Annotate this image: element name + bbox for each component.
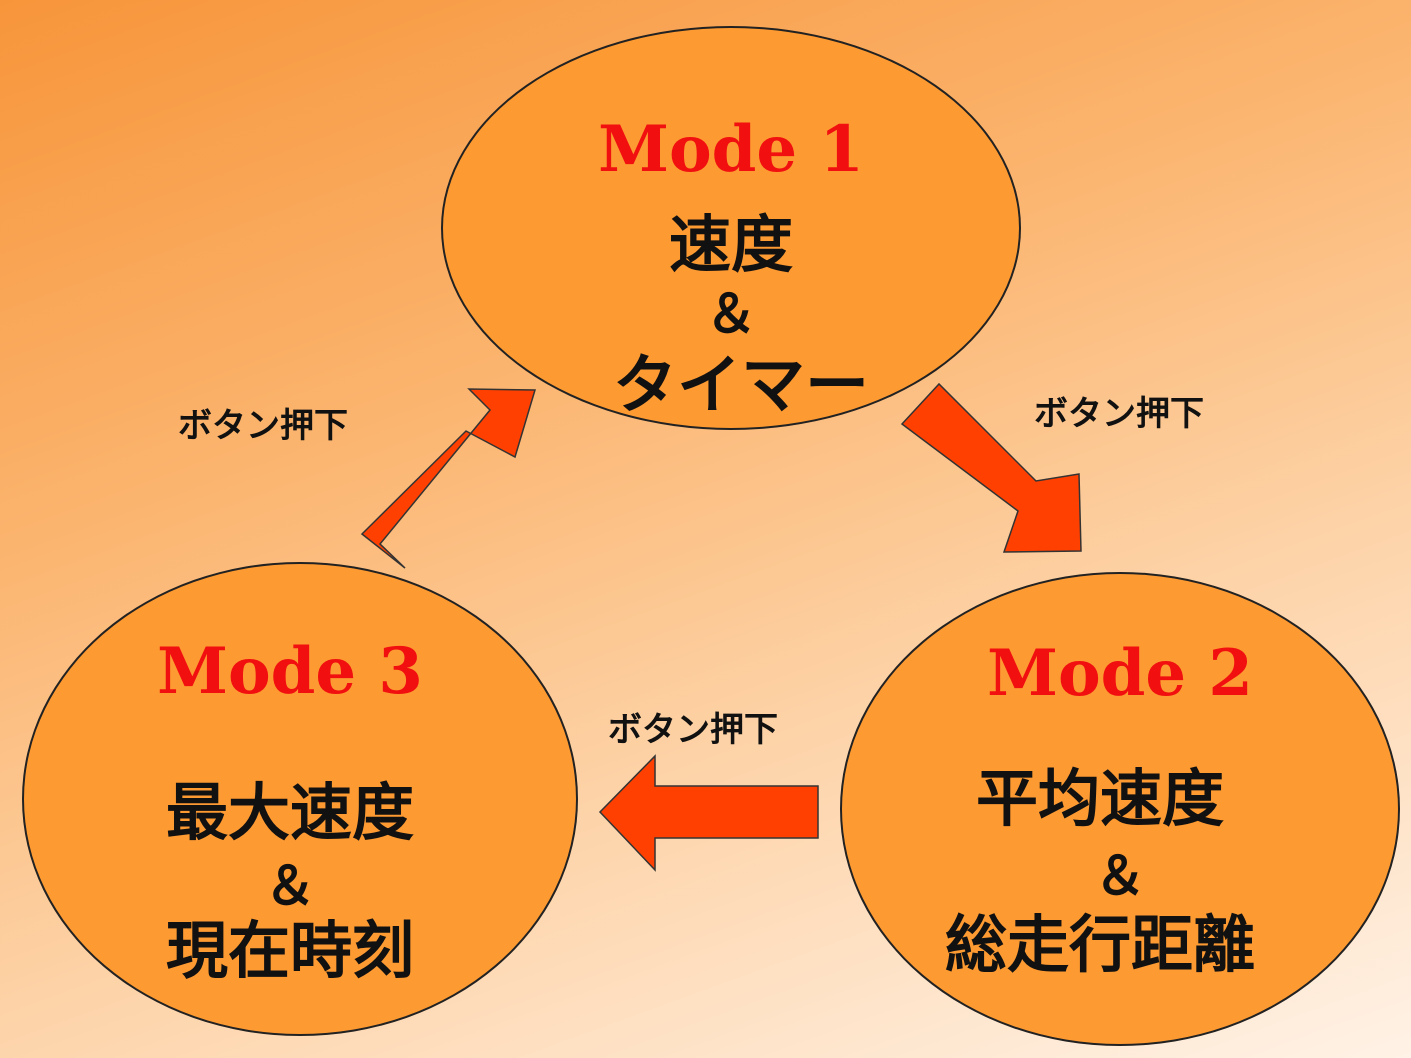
mode3-line2: ＆	[263, 857, 316, 917]
arrow-mode2-to-mode3	[598, 754, 819, 872]
caption-mode3-to-mode1: ボタン押下	[178, 406, 348, 446]
mode1-title: Mode 1	[598, 112, 864, 187]
mode2-node: Mode 2 平均速度 ＆ 総走行距離	[840, 572, 1400, 1046]
arrow-mode3-to-mode1	[360, 388, 537, 569]
mode1-line2: ＆	[704, 285, 757, 345]
mode3-line1: 最大速度	[165, 776, 414, 849]
arrow-mode1-to-mode2	[900, 382, 1082, 553]
mode2-ellipse	[840, 572, 1400, 1046]
mode1-node: Mode 1 速度 ＆ タイマー	[441, 26, 1021, 430]
caption-mode2-to-mode3: ボタン押下	[608, 710, 778, 750]
mode3-node: Mode 3 最大速度 ＆ 現在時刻	[22, 562, 578, 1036]
mode2-title: Mode 2	[987, 636, 1253, 711]
mode1-line1: 速度	[668, 208, 793, 281]
mode1-ellipse	[441, 26, 1021, 430]
mode3-line3: 現在時刻	[165, 914, 414, 987]
mode1-line3: タイマー	[613, 349, 869, 423]
mode2-line1: 平均速度	[975, 762, 1224, 835]
mode2-line2: ＆	[1093, 847, 1146, 907]
caption-mode1-to-mode2: ボタン押下	[1034, 394, 1204, 434]
mode3-ellipse	[22, 562, 578, 1036]
mode3-title: Mode 3	[157, 634, 423, 709]
mode2-line3: 総走行距離	[944, 908, 1255, 981]
